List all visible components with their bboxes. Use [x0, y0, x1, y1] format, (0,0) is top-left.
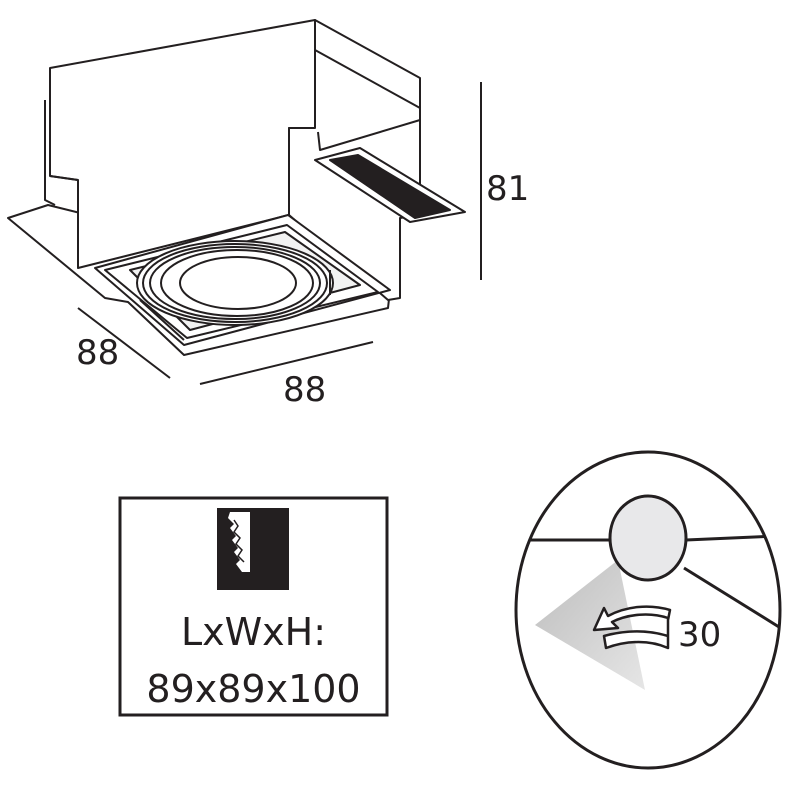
- width-dim-label: 88: [283, 370, 326, 410]
- dimension-lines: [77, 82, 482, 385]
- depth-dim-line: [77, 307, 171, 379]
- light-beam: [535, 560, 645, 690]
- lamp-ring-2: [142, 243, 328, 323]
- tilt-detail: 30: [514, 450, 782, 770]
- ceiling-line-right: [685, 533, 780, 542]
- driver-slot: [329, 154, 451, 219]
- right-side-detail-2: [317, 119, 421, 151]
- back-wall-step: [49, 175, 79, 181]
- recessed-ceiling-cutout-icon: [217, 508, 289, 590]
- width-dim-line: [199, 341, 374, 385]
- lamp-lens: [179, 256, 297, 310]
- lamp-ring-3: [149, 246, 321, 320]
- depth-dim-label: 88: [76, 333, 119, 373]
- right-side-detail: [314, 49, 421, 109]
- downlight-housing-drawing: [7, 19, 466, 356]
- lamp-head: [608, 494, 688, 582]
- flange-edge-left: [44, 100, 56, 206]
- height-dim-label: 81: [486, 169, 529, 209]
- cutout-label: LxWxH:: [181, 610, 326, 654]
- ring-support-left: [139, 299, 185, 341]
- rotate-arrow-icon: [592, 605, 672, 650]
- cutout-value: 89x89x100: [146, 667, 360, 711]
- cutout-box: LxWxH: 89x89x100: [118, 496, 389, 717]
- lamp-ring-4: [160, 249, 314, 317]
- tilt-line: [683, 566, 780, 642]
- tilt-angle-label: 30: [678, 615, 721, 655]
